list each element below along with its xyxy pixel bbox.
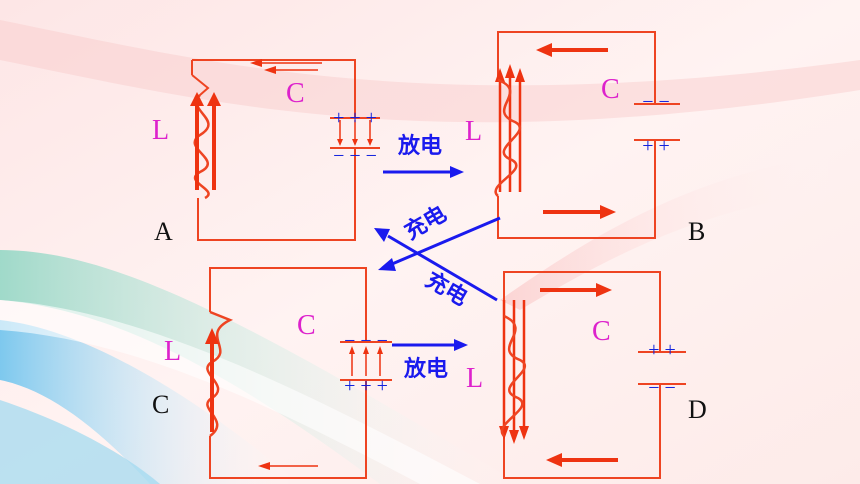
transition-a-to-b: 放电 — [383, 133, 464, 178]
circuit-panel-d: + + − − L C D — [466, 271, 707, 479]
arrow-icon — [387, 234, 498, 302]
current-arrow-b-top — [536, 43, 608, 57]
inductor-b-label: L — [465, 116, 482, 147]
inductor-d-label: L — [466, 363, 483, 394]
current-arrow-d-top — [540, 283, 612, 297]
capacitor-a-label: C — [286, 78, 305, 109]
capacitor-d — [638, 351, 686, 385]
capacitor-b-top-charge: − − — [642, 91, 670, 113]
capacitor-d-bottom-charge: − − — [648, 377, 676, 399]
capacitor-b — [634, 103, 680, 141]
panel-b-letter: B — [688, 217, 705, 246]
capacitor-a-top-charge: + + + — [333, 107, 377, 129]
current-arrow-a — [250, 59, 322, 74]
capacitor-c-label: C — [297, 310, 316, 341]
panel-c-letter: C — [152, 390, 169, 419]
inductor-d — [499, 300, 529, 444]
capacitor-d-top-charge: + + — [648, 339, 676, 361]
panel-a-letter: A — [154, 217, 173, 246]
capacitor-c-top-charge: − − − — [344, 330, 388, 352]
wire-c — [209, 267, 367, 479]
current-arrow-d-bottom — [546, 453, 618, 467]
inductor-c-label: L — [164, 336, 181, 367]
capacitor-c — [340, 341, 392, 381]
capacitor-d-label: C — [592, 316, 611, 347]
arrow-icon — [384, 216, 501, 269]
capacitor-b-bottom-charge: + + — [642, 135, 670, 157]
capacitor-c-bottom-charge: + + + — [344, 375, 388, 397]
circuit-panel-b: − − + + L C B — [465, 31, 705, 246]
current-arrow-c — [258, 462, 318, 470]
capacitor-a — [330, 117, 380, 149]
current-arrow-b-bottom — [543, 205, 616, 219]
capacitor-a-bottom-charge: − − − — [333, 145, 377, 167]
inductor-a-label: L — [152, 115, 169, 146]
circuit-panel-c: − − − + + + L C C — [152, 267, 392, 479]
transition-a-to-b-label: 放电 — [397, 133, 442, 159]
transition-c-to-d: 放电 — [392, 339, 468, 382]
circuit-panel-a: + + + − − − L C A — [152, 59, 380, 246]
panel-d-letter: D — [688, 395, 707, 424]
inductor-a — [190, 74, 221, 200]
wire-d — [503, 271, 661, 479]
inductor-b — [494, 64, 525, 197]
inductor-c — [205, 310, 234, 438]
capacitor-b-label: C — [601, 74, 620, 105]
transition-c-to-d-label: 放电 — [403, 356, 448, 382]
wire-b — [497, 31, 656, 239]
wire-a — [191, 59, 356, 241]
